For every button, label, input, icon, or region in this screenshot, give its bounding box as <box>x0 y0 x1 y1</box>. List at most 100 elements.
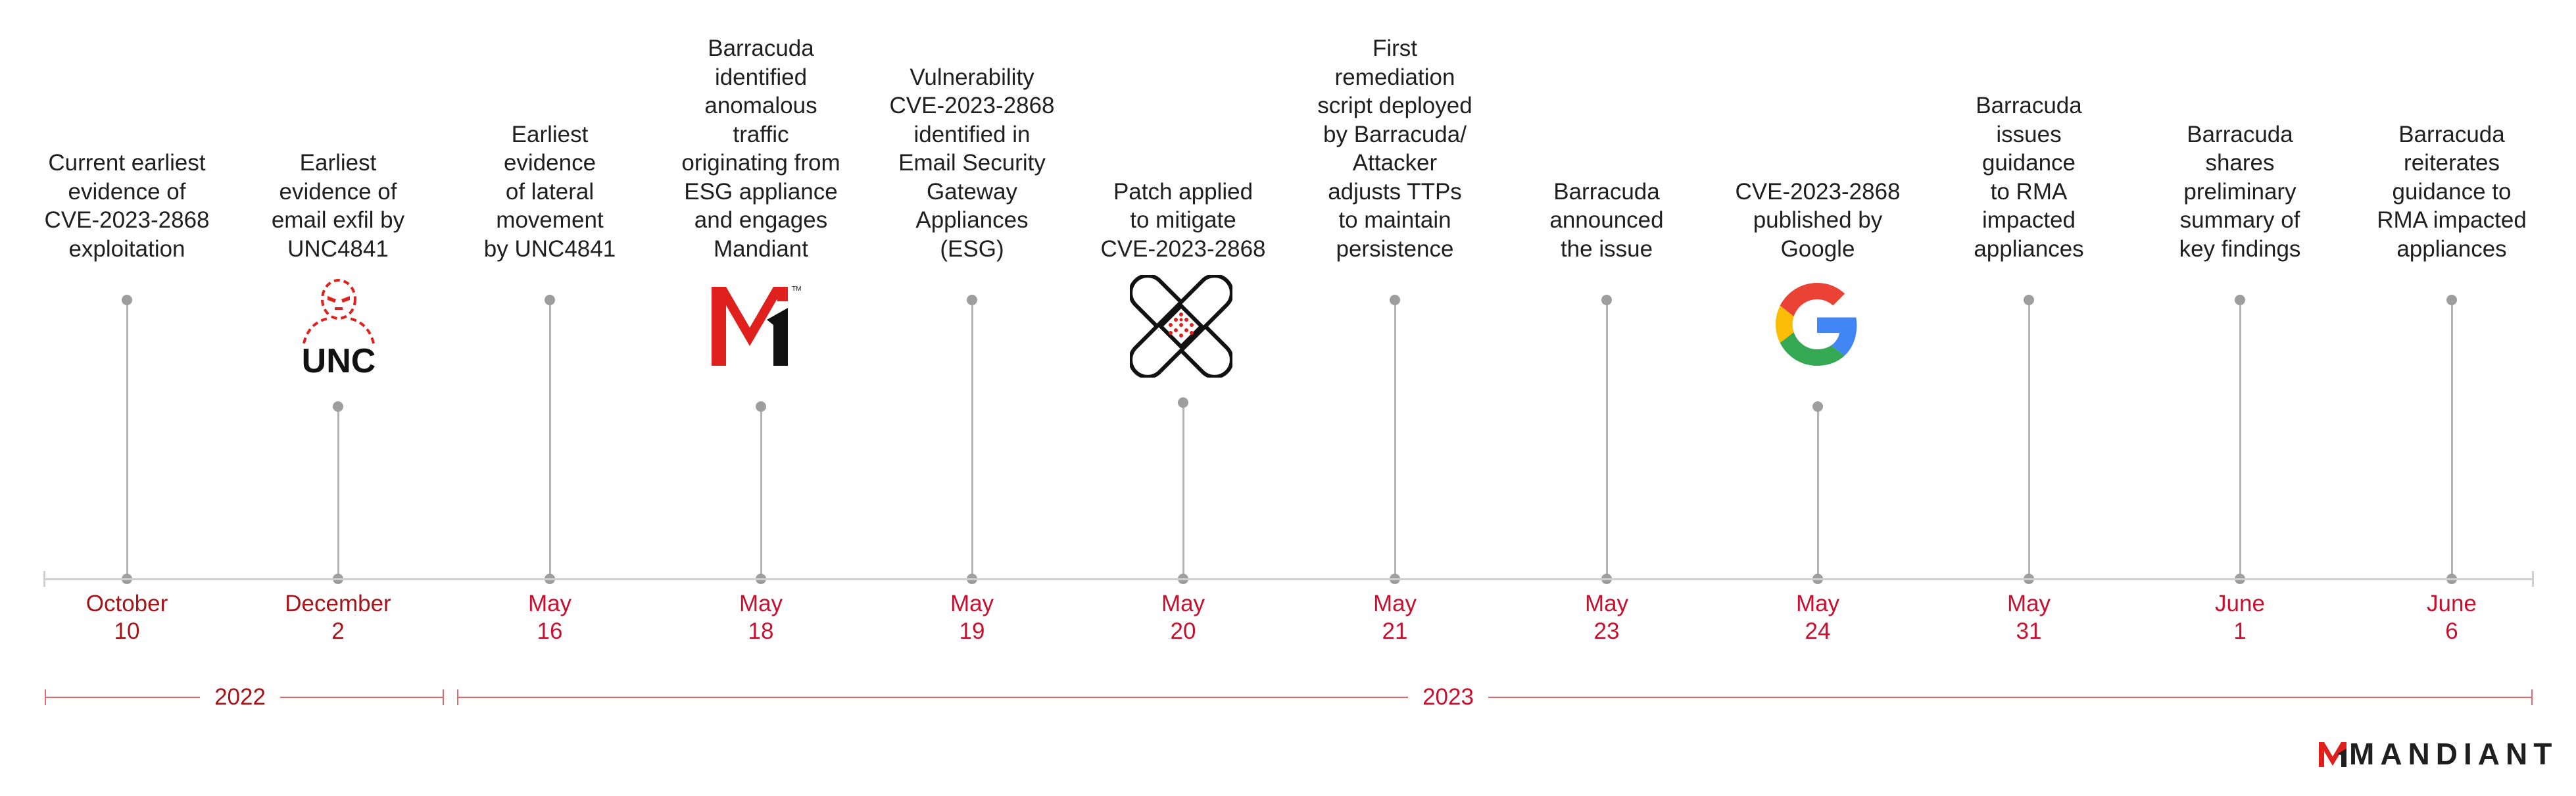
event-description-line: persistence <box>1336 236 1454 262</box>
year-2023-range-line <box>457 697 2533 698</box>
event-date-day: 1 <box>2233 618 2247 644</box>
event-stem <box>760 407 762 579</box>
event-description-line: CVE-2023-2868 <box>1735 178 1901 205</box>
event-date-month: May <box>1373 591 1417 616</box>
event-marker-dot <box>122 295 132 305</box>
event-description-line: originating from <box>681 150 840 176</box>
year-2022-right-cap <box>443 689 444 705</box>
event-description-line: Barracuda <box>708 36 814 61</box>
timeline-axis <box>44 578 2533 580</box>
google-g-icon <box>1776 283 1859 366</box>
axis-right-cap <box>2532 571 2534 587</box>
event-description-line: of lateral <box>505 178 595 205</box>
event-stem <box>1605 300 1608 579</box>
event-description-line: Email Security <box>898 150 1046 176</box>
event-date-day: 21 <box>1382 618 1408 644</box>
event-description-line: Barracuda <box>1976 93 2082 118</box>
event-description-line: to RMA <box>1990 178 2068 205</box>
event-description-line: by UNC4841 <box>483 236 616 262</box>
event-description-line: First <box>1372 36 1418 61</box>
event-date-month: May <box>527 591 572 616</box>
event-description-line: CVE-2023-2868 <box>1100 236 1266 262</box>
event-description-line: CVE-2023-2868 <box>44 207 210 233</box>
event-date-day: 19 <box>959 618 985 644</box>
event-marker-dot <box>967 295 977 305</box>
event-description-line: to mitigate <box>1130 207 1236 233</box>
event-date-month: June <box>2215 591 2265 616</box>
event-date-month: May <box>950 591 994 616</box>
event-description-line: impacted <box>1981 207 2076 233</box>
svg-text:TM: TM <box>792 286 801 293</box>
event-description-line: identified <box>714 64 808 90</box>
event-description-line: appliances <box>2396 236 2507 262</box>
event-description-line: published by <box>1753 207 1883 233</box>
mandiant-logo-wordmark: MANDIANT <box>2349 737 2558 771</box>
event-description-line: email exfil by <box>271 207 405 233</box>
event-description-line: evidence <box>503 150 596 176</box>
event-stem <box>1816 407 1819 579</box>
event-marker-dot <box>1812 401 1823 412</box>
event-stem <box>2239 300 2241 579</box>
mandiant-m-icon: TM <box>709 282 812 367</box>
event-date-month: December <box>285 591 391 616</box>
event-description-line: Current earliest <box>48 150 206 176</box>
event-description-line: announced <box>1549 207 1664 233</box>
event-description-line: ESG appliance <box>684 178 838 205</box>
event-date-day: 20 <box>1170 618 1196 644</box>
year-2023-label: 2023 <box>1408 684 1488 711</box>
event-stem <box>2028 300 2030 579</box>
event-date-day: 23 <box>1593 618 1620 644</box>
event-date-day: 31 <box>2016 618 2042 644</box>
event-description-line: anomalous <box>704 93 817 118</box>
event-description-line: Attacker <box>1352 150 1438 176</box>
event-description: Barracuda identified anomalous traffic origi… <box>662 13 860 263</box>
event-description-line: Appliances <box>915 207 1029 233</box>
event-description-line: evidence of <box>279 178 397 205</box>
event-description-line: UNC4841 <box>287 236 389 262</box>
event-description-line: CVE-2023-2868 <box>889 93 1055 118</box>
event-description-line: movement <box>496 207 604 233</box>
threat-actor-unc-icon: UNC <box>283 270 395 382</box>
event-description-line: Patch applied <box>1113 178 1253 205</box>
event-stem <box>1394 300 1396 579</box>
event-stem <box>971 300 973 579</box>
event-marker-dot <box>2235 295 2245 305</box>
event-description-line: Mandiant <box>714 236 808 262</box>
event-description-line: Barracuda <box>1553 178 1660 205</box>
event-date-day: 18 <box>748 618 774 644</box>
event-description-line: summary of <box>2179 207 2300 233</box>
event-marker-dot <box>1601 295 1612 305</box>
event-stem <box>548 300 551 579</box>
event-description-line: traffic <box>733 121 789 147</box>
event-description-line: key findings <box>2179 236 2301 262</box>
event-description-line: and engages <box>694 207 828 233</box>
event-description-line: guidance to <box>2392 178 2512 205</box>
mandiant-logo: MANDIANT <box>2318 737 2558 771</box>
event-date-day: 16 <box>537 618 563 644</box>
event-date-month: May <box>2006 591 2051 616</box>
event-description-line: Earliest <box>511 121 589 147</box>
event-marker-dot <box>2446 295 2457 305</box>
event-description-line: (ESG) <box>940 236 1004 262</box>
event-marker-dot <box>2024 295 2034 305</box>
year-2022-label: 2022 <box>200 684 280 711</box>
event-stem <box>2450 300 2453 579</box>
mandiant-logo-m-icon <box>2319 742 2346 767</box>
event-description-line: to maintain <box>1338 207 1451 233</box>
